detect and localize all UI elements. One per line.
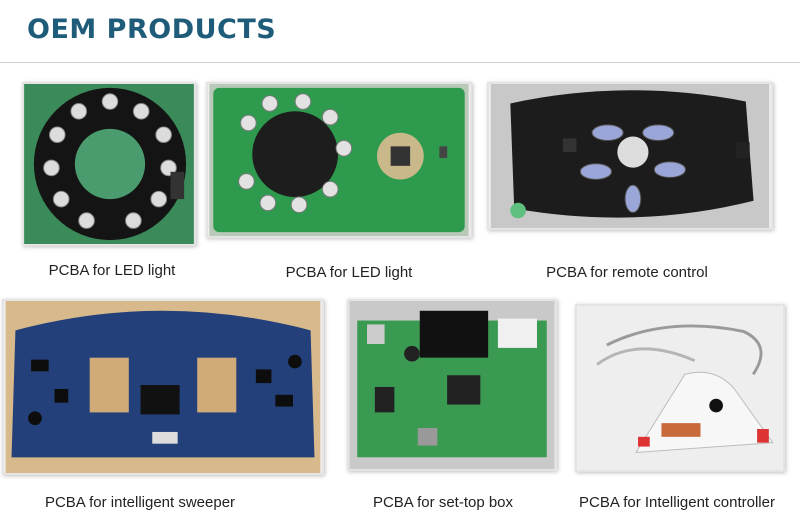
product-photo-set-top-box	[347, 299, 557, 471]
remote-pcb-image	[490, 84, 770, 228]
product-photo-led-green	[206, 82, 472, 238]
product-photo-controller	[575, 304, 785, 472]
product-caption: PCBA for LED light	[285, 264, 413, 281]
controller-pcb-image	[577, 306, 783, 470]
page-title: OEM PRODUCTS	[27, 14, 277, 45]
led-ring-pcb-image	[24, 84, 194, 244]
product-caption: PCBA for remote control	[546, 264, 708, 281]
set-top-box-pcb-image	[349, 301, 555, 469]
product-photo-led-ring	[22, 82, 196, 246]
sweeper-pcb-image	[5, 301, 321, 473]
product-caption: PCBA for Intelligent controller	[579, 494, 775, 511]
title-divider	[0, 62, 800, 63]
product-caption: PCBA for LED light	[48, 262, 176, 279]
led-green-pcb-image	[209, 84, 469, 236]
product-caption: PCBA for intelligent sweeper	[44, 494, 236, 511]
product-photo-remote	[487, 82, 773, 230]
product-caption: PCBA for set-top box	[372, 494, 514, 511]
product-photo-sweeper	[2, 299, 324, 475]
